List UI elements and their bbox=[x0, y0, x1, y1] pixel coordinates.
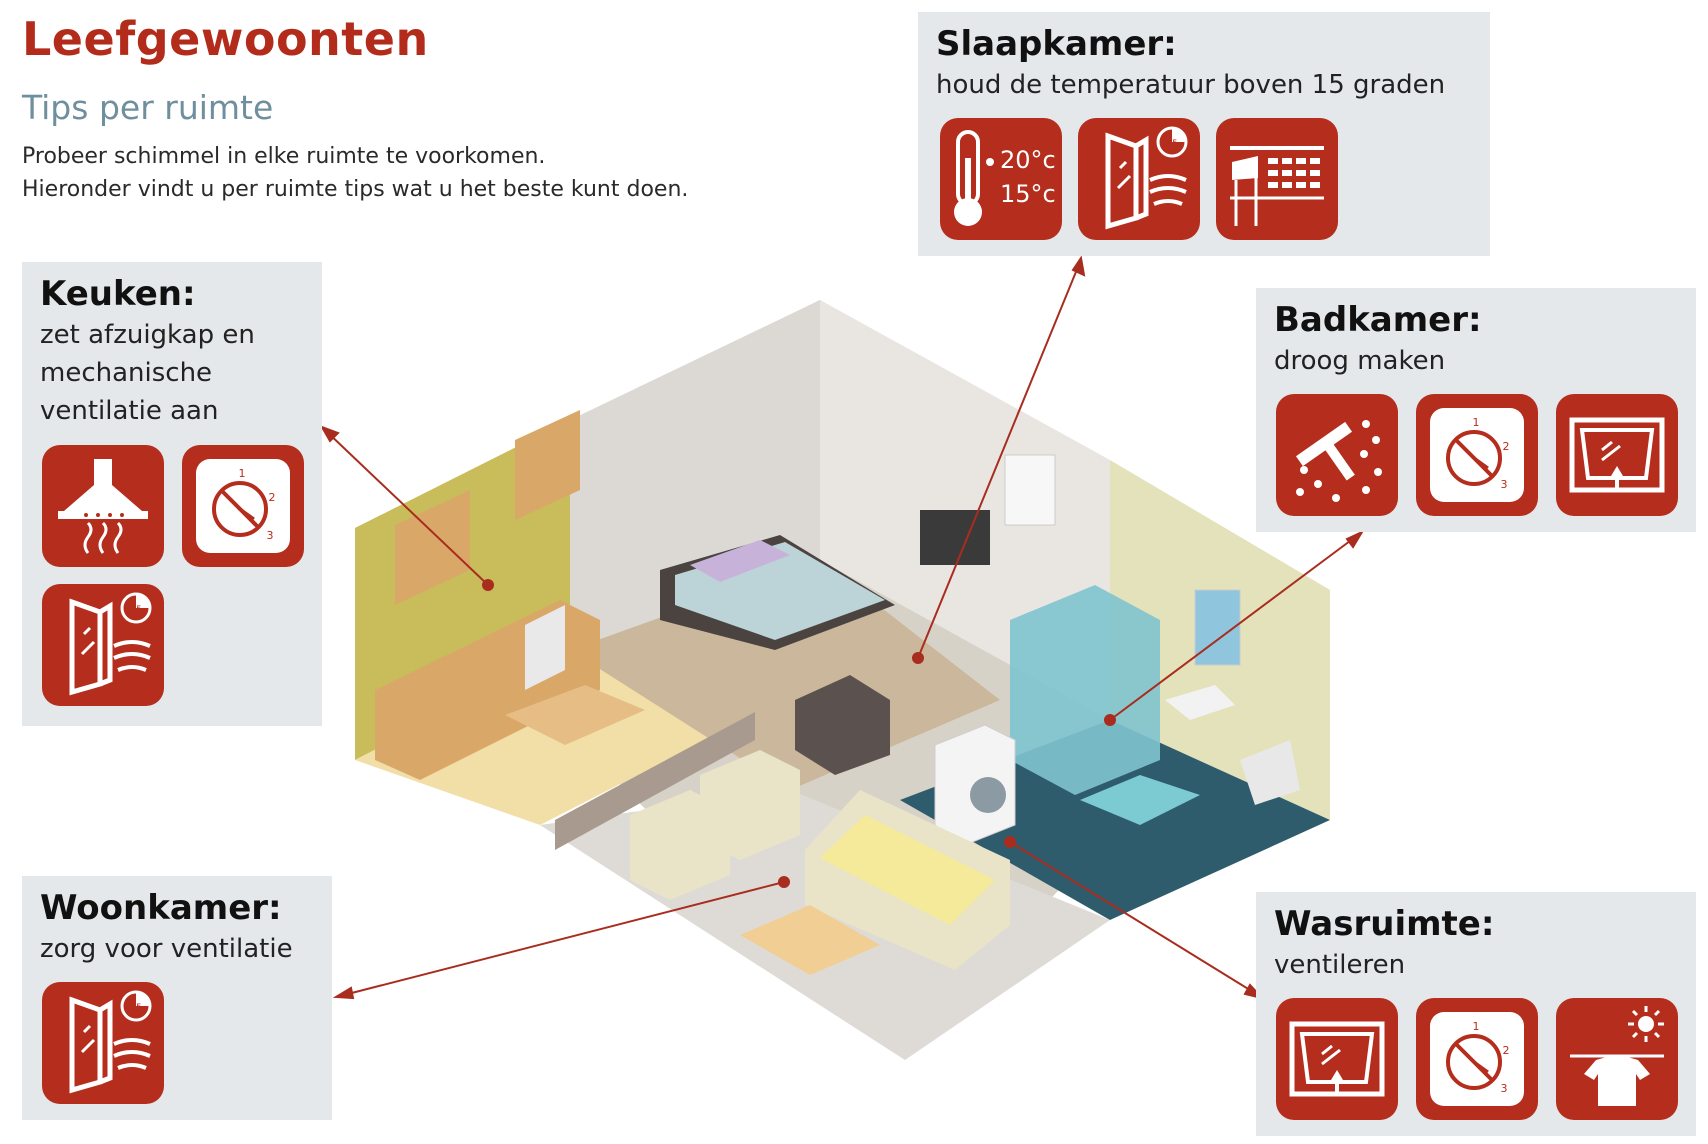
thermometer-icon: 20°c 15°c bbox=[940, 118, 1062, 240]
window-ventilate-15min-icon: 15 bbox=[42, 982, 164, 1104]
dial-label-3: 3 bbox=[1501, 1082, 1508, 1095]
tilt-window-icon bbox=[1276, 998, 1398, 1120]
bath-mat bbox=[1080, 775, 1200, 825]
bed-pillows bbox=[690, 540, 790, 582]
leader-badkamer-dot bbox=[1104, 714, 1116, 726]
woonkamer-tip: zorg voor ventilatie bbox=[40, 934, 293, 964]
badkamer-tip: droog maken bbox=[1274, 346, 1446, 376]
window-ventilate-15min-icon: 15 bbox=[42, 584, 164, 706]
shower-cabin bbox=[1010, 585, 1160, 795]
leader-slaapkamer bbox=[917, 261, 1081, 659]
panel-keuken: Keuken: zet afzuigkap en mechanische ven… bbox=[22, 262, 322, 726]
keuken-tip: zet afzuigkap en mechanische ventilatie … bbox=[40, 320, 255, 426]
temp-night-label: 15°c bbox=[1000, 180, 1056, 208]
bathroom-toilet bbox=[1240, 740, 1300, 805]
wasruimte-title: Wasruimte: bbox=[1274, 904, 1495, 944]
leader-badkamer-arrow bbox=[1345, 529, 1365, 549]
leader-woonkamer-dot bbox=[778, 876, 790, 888]
panel-badkamer: Badkamer: droog maken 1 2 3 bbox=[1256, 288, 1696, 532]
window-ventilate-15min-icon: 15 bbox=[1078, 118, 1200, 240]
kitchen-upper-cabinets-right bbox=[515, 410, 580, 520]
page-title: Leefgewoonten bbox=[22, 12, 429, 66]
leader-badkamer bbox=[1109, 534, 1359, 721]
dial-label-3: 3 bbox=[267, 529, 274, 542]
timer-label: 15 bbox=[130, 1003, 141, 1013]
intro-line-2: Hieronder vindt u per ruimte tips wat u … bbox=[22, 177, 689, 202]
kitchen-upper-cabinets bbox=[395, 490, 470, 605]
bedroom-armchair bbox=[795, 675, 890, 775]
panel-slaapkamer: Slaapkamer: houd de temperatuur boven 15… bbox=[918, 12, 1490, 256]
leader-keuken bbox=[324, 429, 489, 586]
curtain-radiator-icon bbox=[1216, 118, 1338, 240]
dial-label-2: 2 bbox=[1503, 440, 1510, 453]
dial-label-1: 1 bbox=[1473, 1020, 1480, 1033]
partition-wall bbox=[555, 712, 755, 850]
woonkamer-title: Woonkamer: bbox=[40, 888, 282, 928]
wasruimte-tip: ventileren bbox=[1274, 950, 1406, 980]
slaapkamer-title: Slaapkamer: bbox=[936, 24, 1177, 64]
intro-text: Probeer schimmel in elke ruimte te voork… bbox=[22, 140, 802, 206]
dial-label-2: 2 bbox=[1503, 1044, 1510, 1057]
badkamer-title: Badkamer: bbox=[1274, 300, 1482, 340]
squeegee-icon bbox=[1276, 394, 1398, 516]
page-subtitle: Tips per ruimte bbox=[22, 88, 274, 127]
washing-machine-door bbox=[970, 777, 1006, 813]
slaapkamer-tip: houd de temperatuur boven 15 graden bbox=[936, 70, 1446, 100]
panel-wasruimte: Wasruimte: ventileren 1 2 3 bbox=[1256, 892, 1696, 1136]
dial-label-2: 2 bbox=[269, 491, 276, 504]
leader-slaapkamer-dot bbox=[912, 652, 924, 664]
panel-woonkamer: Woonkamer: zorg voor ventilatie 15 bbox=[22, 876, 332, 1120]
intro-line-1: Probeer schimmel in elke ruimte te voork… bbox=[22, 144, 546, 169]
leader-woonkamer-arrow bbox=[332, 986, 355, 1000]
laundry-sun-icon bbox=[1556, 998, 1678, 1120]
coffee-table bbox=[740, 905, 880, 975]
temp-day-label: 20°c bbox=[1000, 146, 1056, 174]
timer-label: 15 bbox=[130, 605, 141, 615]
ventilation-dial-icon: 1 2 3 bbox=[1416, 998, 1538, 1120]
tv bbox=[920, 510, 990, 565]
dining-table bbox=[505, 685, 645, 745]
leader-keuken-dot bbox=[482, 579, 494, 591]
leader-slaapkamer-arrow bbox=[1071, 255, 1086, 277]
ventilation-dial-icon: 1 2 3 bbox=[1416, 394, 1538, 516]
dial-label-3: 3 bbox=[1501, 478, 1508, 491]
cooker-hood-icon bbox=[42, 445, 164, 567]
leader-woonkamer bbox=[339, 881, 785, 997]
sofa-cushion bbox=[820, 815, 995, 925]
timer-label: 15 bbox=[1166, 139, 1177, 149]
leader-keuken-arrow bbox=[319, 425, 340, 443]
dial-label-1: 1 bbox=[1473, 416, 1480, 429]
bedroom-window bbox=[1004, 454, 1056, 526]
bathroom-sink bbox=[1165, 685, 1235, 720]
leader-wasruimte bbox=[1009, 841, 1259, 996]
tilt-window-icon bbox=[1556, 394, 1678, 516]
keuken-title: Keuken: bbox=[40, 274, 196, 314]
kitchen-stove bbox=[525, 605, 565, 690]
living-armchair-2 bbox=[700, 750, 800, 860]
leader-wasruimte-dot bbox=[1004, 836, 1016, 848]
ventilation-dial-icon: 1 2 3 bbox=[182, 445, 304, 567]
dial-label-1: 1 bbox=[239, 467, 246, 480]
